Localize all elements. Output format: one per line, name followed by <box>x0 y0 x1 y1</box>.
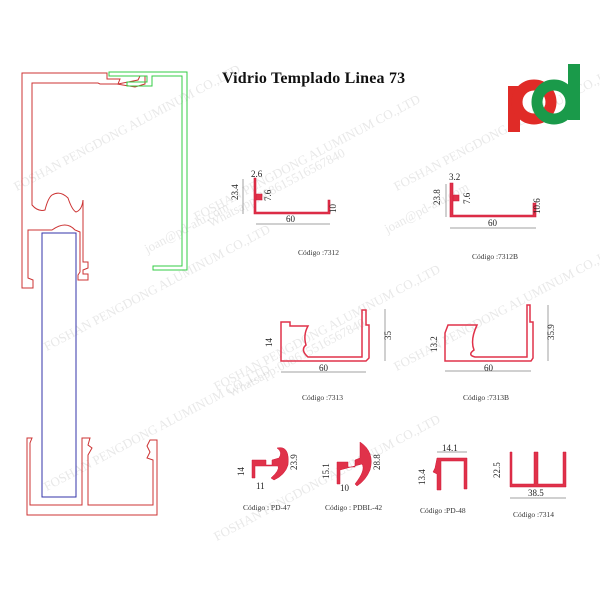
frame-profile <box>21 72 146 289</box>
svg-text:13.2: 13.2 <box>429 336 439 352</box>
profile-code: Código :7312 <box>298 248 340 257</box>
svg-text:10: 10 <box>340 483 350 493</box>
svg-text:60: 60 <box>319 363 329 373</box>
svg-text:3.2: 3.2 <box>449 172 460 182</box>
svg-text:60: 60 <box>286 214 296 224</box>
svg-text:14: 14 <box>236 467 246 477</box>
svg-text:10: 10 <box>328 204 338 214</box>
svg-text:28.8: 28.8 <box>372 454 382 470</box>
svg-text:13.4: 13.4 <box>417 469 427 485</box>
svg-text:10.6: 10.6 <box>532 198 542 214</box>
profile-7313b: 60 13.2 35.9 <box>429 304 556 373</box>
svg-text:60: 60 <box>488 218 498 228</box>
profile-code: Código :7313B <box>463 393 510 402</box>
glass-panel <box>41 232 77 498</box>
svg-text:7.6: 7.6 <box>263 189 273 201</box>
profile-code: Código :PD-48 <box>420 506 466 515</box>
svg-text:11: 11 <box>256 481 265 491</box>
svg-text:15.1: 15.1 <box>321 463 331 479</box>
svg-text:35: 35 <box>383 331 393 341</box>
profile-pd-48: 14.1 13.4 <box>417 443 468 491</box>
profile-code: Código : PD-47 <box>243 503 291 512</box>
profile-pdbl-42: 15.1 10 28.8 <box>321 441 382 493</box>
profile-7314: 38.5 22.5 <box>492 451 567 499</box>
profile-pd-47: 14 11 23.9 <box>236 447 299 491</box>
profile-code: Código : PDBL-42 <box>325 503 383 512</box>
profile-7312b: 23.8 3.2 7.6 60 10.6 <box>432 172 542 229</box>
profile-7312: 23.4 2.6 7.6 60 10 <box>230 169 338 225</box>
svg-text:38.5: 38.5 <box>528 488 544 498</box>
svg-text:14: 14 <box>264 338 274 348</box>
svg-text:14.1: 14.1 <box>442 443 458 453</box>
profile-code: Código :7313 <box>302 393 344 402</box>
svg-text:2.6: 2.6 <box>251 169 263 179</box>
svg-text:35.9: 35.9 <box>546 324 556 340</box>
bottom-channel <box>26 437 158 516</box>
svg-text:7.6: 7.6 <box>462 192 472 204</box>
svg-text:22.5: 22.5 <box>492 462 502 478</box>
svg-text:23.9: 23.9 <box>289 454 299 470</box>
page-title: Vidrio Templado Linea 73 <box>222 70 406 87</box>
cover-profile <box>108 71 188 271</box>
profile-code: Código :7314 <box>513 510 555 519</box>
pd-logo <box>508 64 580 132</box>
svg-text:60: 60 <box>484 363 494 373</box>
profile-code: Código :7312B <box>472 252 519 261</box>
profile-7313: 60 14 35 <box>264 309 393 373</box>
svg-text:23.4: 23.4 <box>230 184 240 200</box>
svg-text:23.8: 23.8 <box>432 189 442 205</box>
